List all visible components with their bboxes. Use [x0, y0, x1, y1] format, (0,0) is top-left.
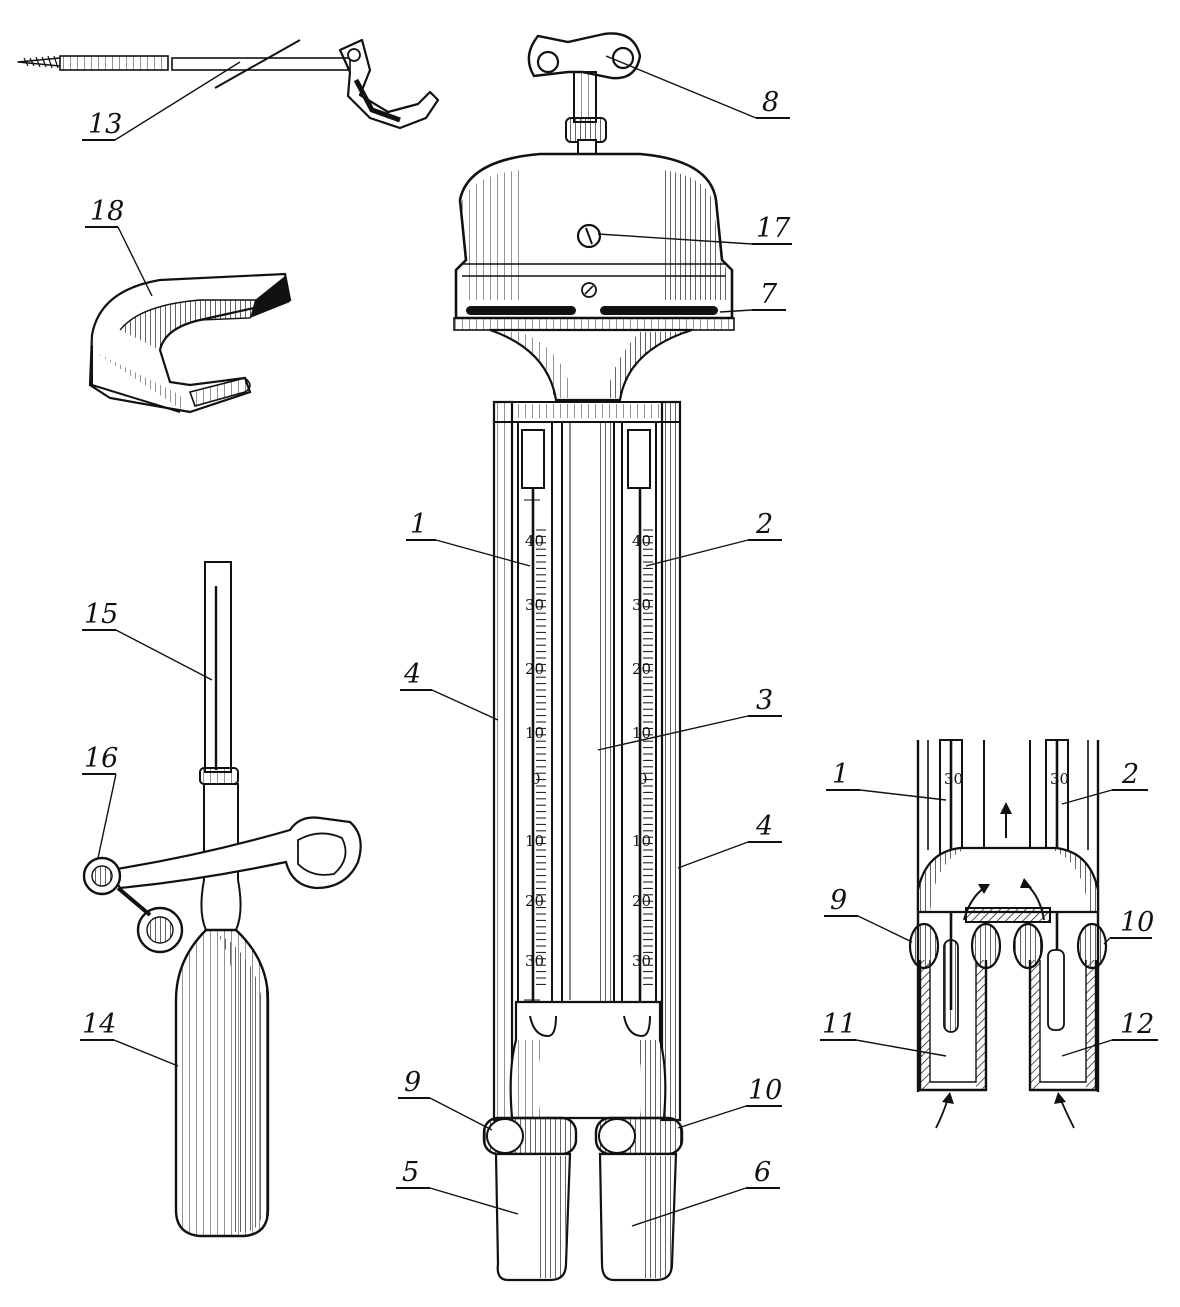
label-18: 18 — [90, 196, 124, 227]
scale-right-3: 20 — [632, 660, 651, 678]
label-9: 9 — [404, 1067, 421, 1098]
label-16: 16 — [84, 743, 118, 774]
label-8: 8 — [762, 87, 779, 118]
label-4-right: 4 — [755, 811, 773, 842]
label-7: 7 — [760, 279, 778, 310]
scale-right-2: 30 — [632, 596, 651, 614]
label-4-left: 4 — [403, 659, 421, 690]
scale-right-5: 0 — [638, 770, 648, 788]
detail-label-12: 12 — [1120, 1009, 1154, 1040]
label-17: 17 — [756, 213, 791, 244]
scale-right-8: 30 — [632, 952, 651, 970]
wall-bracket-part-13 — [17, 38, 440, 130]
scale-left-7: 20 — [525, 892, 544, 910]
scale-left-3: 20 — [525, 660, 544, 678]
label-15: 15 — [84, 599, 118, 630]
scale-left-6: 10 — [525, 832, 544, 850]
label-1: 1 — [410, 509, 427, 540]
scale-left-2: 30 — [525, 596, 544, 614]
scale-right-7: 20 — [632, 892, 651, 910]
label-13: 13 — [88, 109, 122, 140]
scale-left-5: 0 — [531, 770, 541, 788]
label-14: 14 — [82, 1009, 116, 1040]
label-5: 5 — [402, 1157, 419, 1188]
label-2: 2 — [755, 509, 773, 540]
detail-scale-left: 30 — [944, 770, 963, 788]
detail-scale-right: 30 — [1050, 770, 1069, 788]
detail-label-9: 9 — [830, 885, 847, 916]
detail-label-1: 1 — [832, 759, 849, 790]
detail-label-11: 11 — [822, 1009, 856, 1040]
label-6: 6 — [754, 1157, 771, 1188]
pipette-part-14-16 — [82, 561, 362, 1238]
scale-left-8: 30 — [525, 952, 544, 970]
scale-left-4: 10 — [525, 724, 544, 742]
label-10: 10 — [748, 1075, 782, 1106]
detail-label-2: 2 — [1121, 759, 1139, 790]
scale-right-6: 10 — [632, 832, 651, 850]
scale-left-1: 40 — [525, 532, 544, 550]
detail-section-view: 30 30 — [908, 739, 1108, 1129]
wind-shield-part-18 — [88, 272, 292, 414]
label-3: 3 — [756, 685, 773, 716]
detail-label-10: 10 — [1120, 907, 1154, 938]
psychrometer-main: 40 30 20 10 0 10 20 30 40 30 20 10 0 10 … — [453, 32, 735, 1282]
scale-right-1: 40 — [632, 532, 651, 550]
